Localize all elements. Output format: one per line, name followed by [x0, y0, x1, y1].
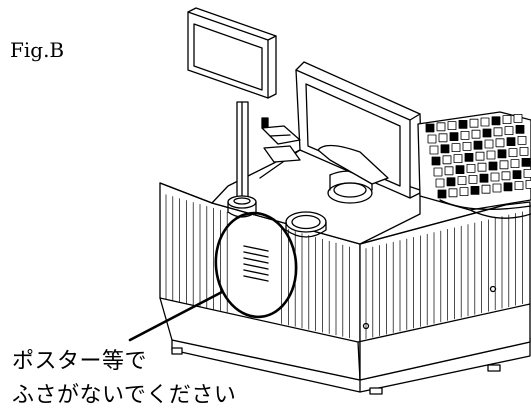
- keyboard-key: [427, 134, 437, 144]
- keyboard-key: [458, 120, 468, 129]
- vent-grille: [243, 245, 269, 282]
- keyboard-keys: [425, 114, 531, 199]
- customer-display: [187, 7, 277, 129]
- keyboard-key: [515, 125, 525, 134]
- callout-line-2: ふさがないでください: [12, 383, 237, 408]
- keyboard-key: [446, 177, 456, 187]
- keyboard-key: [502, 115, 512, 124]
- keyboard-key: [475, 151, 485, 161]
- keyboard-key: [462, 141, 472, 151]
- keyboard-key: [435, 178, 445, 188]
- keyboard-key: [451, 143, 461, 153]
- keyboard-key: [437, 189, 447, 199]
- keyboard-key: [513, 114, 523, 123]
- display-pole: [227, 101, 257, 218]
- keyboard-key: [495, 138, 505, 148]
- keyboard-key: [501, 171, 511, 181]
- keyboard-key: [433, 167, 443, 177]
- operator-display: [295, 61, 423, 199]
- keyboard-key: [499, 160, 509, 170]
- keyboard-key: [519, 146, 529, 156]
- keyboard-key: [517, 135, 527, 145]
- keyboard-key: [468, 174, 478, 184]
- keyboard-key: [448, 188, 458, 198]
- keyboard-key: [431, 156, 441, 166]
- keyboard-key: [514, 181, 524, 191]
- keyboard-key: [438, 133, 448, 143]
- keyboard-key: [436, 122, 446, 132]
- keyboard-key: [442, 155, 452, 165]
- keyboard-key: [479, 173, 489, 183]
- keyboard-key: [466, 163, 476, 173]
- keyboard-key: [521, 157, 531, 167]
- keyboard-key: [484, 139, 494, 149]
- keyboard-key: [486, 150, 496, 160]
- keyboard-key: [425, 123, 435, 133]
- keyboard-key: [491, 116, 501, 126]
- keyboard-key: [482, 128, 492, 138]
- keyboard-key: [523, 168, 531, 178]
- keyboard-key: [497, 149, 507, 159]
- attention-marker: [128, 211, 298, 342]
- keyboard-key: [429, 145, 439, 155]
- keyboard-key: [525, 179, 531, 189]
- keyboard-key: [469, 118, 479, 128]
- printer-slot: [261, 125, 301, 163]
- keyboard-key: [510, 159, 520, 169]
- right-louvers: [365, 211, 523, 340]
- keyboard-key: [460, 130, 470, 140]
- keyboard-key: [480, 117, 490, 127]
- keyboard-key: [471, 129, 481, 139]
- keyboard-key: [459, 187, 469, 197]
- keyboard-key: [490, 172, 500, 182]
- keyboard-key: [492, 183, 502, 193]
- keyboard-key: [508, 148, 518, 158]
- keyboard-key: [440, 144, 450, 154]
- keyboard-key: [481, 184, 491, 194]
- keyboard-key: [506, 137, 516, 147]
- figure-label: Fig.B: [10, 38, 65, 62]
- left-louvers: [165, 194, 350, 339]
- keyboard-key: [473, 140, 483, 150]
- keyboard-key: [453, 154, 463, 164]
- keyboard-key: [447, 121, 457, 130]
- keyboard: [417, 111, 531, 219]
- callout-line-1: ポスター等で: [12, 349, 148, 374]
- keyboard-key: [493, 127, 503, 137]
- keyboard-key: [464, 152, 474, 162]
- keyboard-key: [512, 170, 522, 180]
- keyboard-key: [457, 176, 467, 186]
- keyboard-key: [488, 161, 498, 171]
- keyboard-key: [470, 185, 480, 195]
- keyboard-key: [477, 162, 487, 172]
- keyboard-key: [503, 182, 513, 192]
- keyboard-key: [444, 166, 454, 176]
- keyboard-key: [504, 126, 514, 135]
- keyboard-key: [449, 132, 459, 142]
- keyboard-key: [455, 165, 465, 175]
